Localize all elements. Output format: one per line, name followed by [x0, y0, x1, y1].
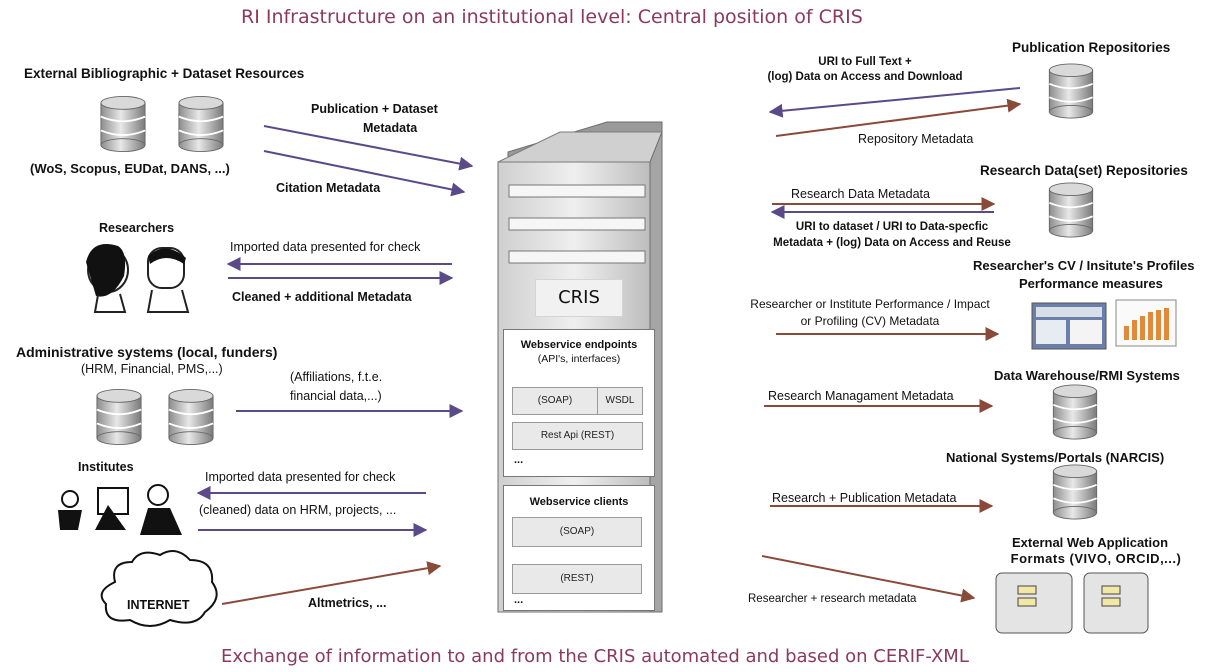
datarepo-title: Research Data(set) Repositories [980, 163, 1188, 178]
admin-data-label-2: financial data,...) [290, 389, 382, 403]
uri-dataset-label-1: URI to dataset / URI to Data-specfic [795, 221, 989, 233]
uri-fulltext-label-1: URI to Full Text + [818, 56, 912, 68]
diagram-footer: Exchange of information to and from the … [221, 646, 969, 667]
diagram-title: RI Infrastructure on an institutional le… [241, 6, 863, 28]
data-warehouse-title: Data Warehouse/RMI Systems [994, 368, 1180, 383]
altmetrics-label: Altmetrics, ... [308, 596, 387, 610]
internet-label: INTERNET [127, 598, 190, 612]
research-pub-metadata-label: Research + Publication Metadata [772, 491, 957, 505]
ext-resources-title: External Bibliographic + Dataset Resourc… [24, 66, 305, 81]
db-icon-pubrepo [1048, 63, 1094, 119]
uri-fulltext-label-2: (log) Data on Access and Download [767, 71, 963, 83]
webservice-endpoints-panel: Webservice endpoints (API's, interfaces)… [503, 329, 655, 477]
admin-data-label-1: (Affiliations, f.t.e. [290, 370, 383, 384]
db-icon-national [1052, 464, 1098, 520]
arrow-uri-fulltext [768, 87, 1021, 118]
db-icon-ext1 [100, 95, 146, 153]
db-icon-admin2 [168, 388, 214, 446]
db-icon-datarepo [1048, 182, 1094, 238]
national-systems-title: National Systems/Portals (NARCIS) [946, 450, 1165, 465]
cleaned-institutes-label: (cleaned) data on HRM, projects, ... [199, 503, 397, 517]
db-icon-admin1 [96, 388, 142, 446]
cris-label: CRIS [558, 287, 600, 308]
endpoints-subtitle: (API's, interfaces) [537, 353, 621, 365]
ext-web-app-title-2: Formats (VIVO, ORCID,...) [1010, 551, 1182, 566]
pubrepo-title: Publication Repositories [1012, 40, 1171, 55]
cleaned-researchers-label: Cleaned + additional Metadata [232, 290, 412, 304]
arrow-researcher-metadata [761, 555, 976, 603]
endpoints-title: Webservice endpoints [520, 339, 638, 351]
clients-ellipsis: ... [514, 594, 524, 606]
cv-profiles-title: Researcher's CV / Insitute's Profiles [973, 258, 1195, 273]
uri-dataset-label-2: Metadata + (log) Data on Access and Reus… [773, 237, 1011, 249]
webservice-clients-panel: Webservice clients (SOAP) (REST) ... [503, 485, 655, 611]
pub-metadata-label-2: Metadata [363, 121, 418, 135]
imported-researchers-label: Imported data presented for check [230, 240, 421, 254]
researcher-metadata-label: Researcher + research metadata [748, 593, 917, 605]
performance-metadata-label-2: or Profiling (CV) Metadata [800, 314, 940, 328]
research-data-metadata-label: Research Data Metadata [791, 187, 930, 201]
external-web-app-icon [995, 572, 1149, 634]
db-icon-dw [1052, 384, 1098, 440]
admin-systems-subtitle: (HRM, Financial, PMS,...) [81, 362, 223, 376]
endpoint-soap: (SOAP) [512, 387, 598, 415]
clients-title: Webservice clients [529, 496, 629, 508]
endpoints-ellipsis: ... [514, 454, 524, 466]
db-icon-ext2 [178, 95, 224, 153]
ext-resources-subtitle: (WoS, Scopus, EUDat, DANS, ...) [30, 161, 230, 176]
client-rest: (REST) [512, 564, 642, 594]
management-metadata-label: Research Managament Metadata [768, 389, 954, 403]
performance-measures-title: Performance measures [1019, 276, 1163, 291]
institutes-title: Institutes [78, 460, 134, 474]
imported-institutes-label: Imported data presented for check [205, 470, 396, 484]
repository-metadata-label: Repository Metadata [858, 132, 974, 146]
performance-metadata-label-1: Researcher or Institute Performance / Im… [750, 297, 990, 311]
cv-profile-screenshot-icon [1031, 302, 1107, 350]
admin-systems-title: Administrative systems (local, funders) [16, 344, 278, 360]
pub-metadata-label-1: Publication + Dataset [311, 102, 438, 116]
endpoint-wsdl: WSDL [597, 387, 643, 415]
ext-web-app-title-1: External Web Application [1011, 535, 1169, 550]
arrow-repository-metadata [775, 98, 1022, 137]
cris-label-box: CRIS [535, 279, 623, 317]
researchers-figures-icon [86, 244, 190, 313]
performance-chart-icon [1115, 299, 1177, 347]
arrow-altmetrics [221, 561, 442, 605]
arrow-pub-metadata [263, 125, 474, 171]
internet-cloud-icon [100, 550, 218, 627]
endpoint-rest-api: Rest Api (REST) [512, 422, 643, 450]
researchers-title: Researchers [99, 221, 175, 235]
client-soap: (SOAP) [512, 517, 642, 547]
citation-metadata-label: Citation Metadata [276, 181, 381, 195]
arrow-citation-metadata [263, 150, 466, 197]
institutes-figures-icon [58, 484, 182, 535]
